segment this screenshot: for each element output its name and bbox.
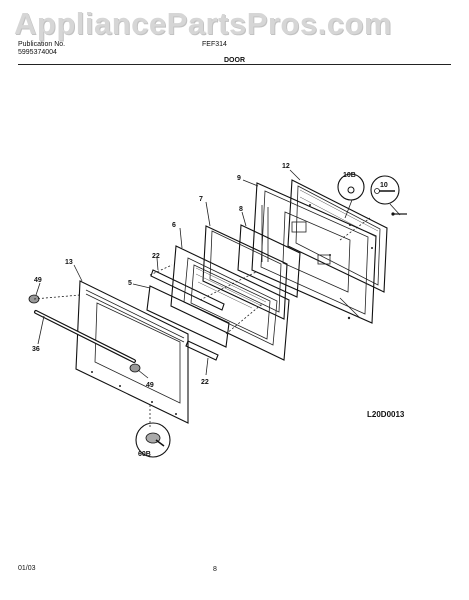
label-part-49-left: 49 [34, 277, 42, 284]
label-part-22-bottom: 22 [201, 379, 209, 386]
diagram-code: L20D0013 [367, 410, 405, 419]
inset-grommet [337, 173, 365, 219]
part-handle [34, 310, 136, 363]
inset-screw [370, 175, 407, 216]
label-part-36: 36 [32, 346, 40, 353]
part-inner-glass [202, 225, 288, 320]
model-number: FEF314 [202, 41, 227, 48]
part-glass-frame [170, 245, 290, 361]
label-part-13: 13 [65, 259, 73, 266]
label-leaders [35, 169, 301, 379]
label-part-7: 7 [199, 196, 203, 203]
part-back-panel [287, 179, 388, 293]
part-door-liner [251, 182, 377, 324]
label-part-10: 10 [380, 182, 388, 189]
part-outer-glass [146, 285, 230, 348]
section-title: DOOR [224, 57, 245, 64]
part-end-cap-right [129, 363, 141, 373]
publication-number: 5995374004 [18, 49, 57, 56]
label-part-8: 8 [239, 206, 243, 213]
leader-lines [33, 217, 371, 428]
label-part-6: 6 [172, 222, 176, 229]
part-outer-door [75, 280, 189, 424]
label-part-10b: 10B [343, 172, 356, 179]
footer-date: 01/03 [18, 565, 36, 572]
header-rule [18, 64, 451, 65]
label-part-60b: 60B [138, 451, 151, 458]
inset-screw-bottom [135, 422, 171, 458]
label-part-12: 12 [282, 163, 290, 170]
publication-label: Publication No. [18, 41, 66, 48]
page-number: 8 [213, 566, 217, 573]
label-part-5: 5 [128, 280, 132, 287]
label-part-9: 9 [237, 175, 241, 182]
label-part-49-right: 49 [146, 382, 154, 389]
part-bottom-rail [185, 340, 219, 361]
label-part-22-top: 22 [152, 253, 160, 260]
part-insulation [237, 224, 301, 298]
